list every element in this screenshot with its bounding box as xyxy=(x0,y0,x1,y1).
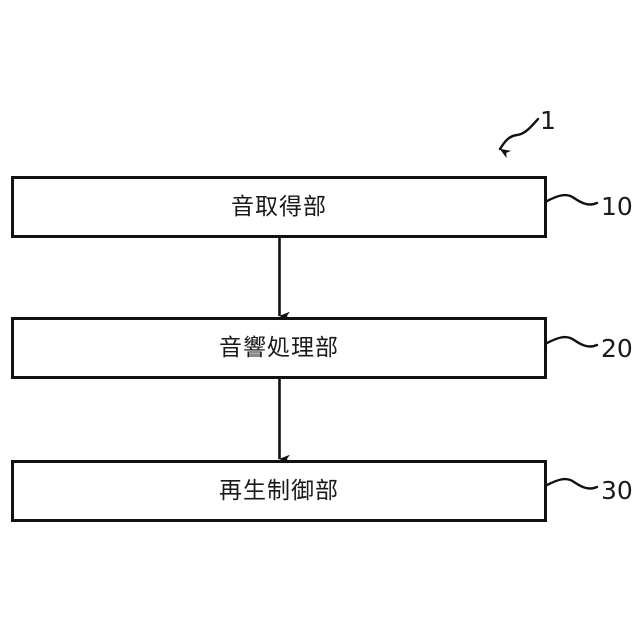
leader-line-20 xyxy=(545,335,599,348)
reference-numeral-20: 20 xyxy=(601,334,633,363)
leader-line-30 xyxy=(545,477,599,490)
reference-numeral-30: 30 xyxy=(601,476,633,505)
block-label: 再生制御部 xyxy=(219,477,339,504)
leader-arrow-system-1 xyxy=(498,117,540,159)
block-label: 音響処理部 xyxy=(219,334,339,361)
block-playback-control[interactable]: 再生制御部 xyxy=(11,460,547,522)
block-sound-acquisition[interactable]: 音取得部 xyxy=(11,176,547,238)
reference-numeral-10: 10 xyxy=(601,192,633,221)
block-label: 音取得部 xyxy=(231,193,327,220)
leader-line-10 xyxy=(545,193,599,206)
block-acoustic-processing[interactable]: 音響処理部 xyxy=(11,317,547,379)
reference-numeral-system: 1 xyxy=(540,106,556,135)
